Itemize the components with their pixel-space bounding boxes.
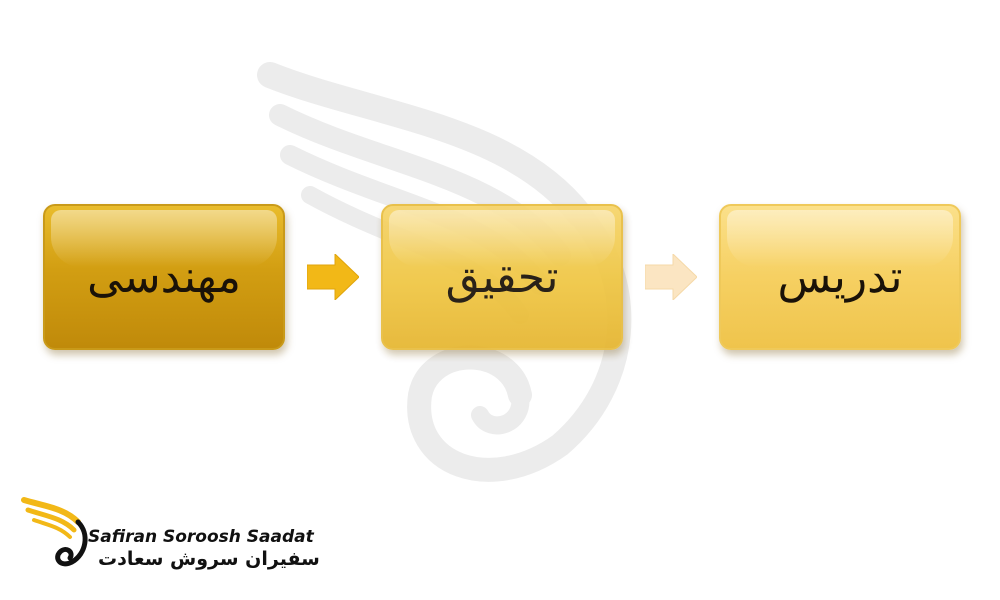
step-box-teaching: تدریس: [719, 204, 961, 350]
step-label-research: تحقیق: [445, 251, 559, 303]
logo-name-fa: سفیران سروش سعادت: [98, 548, 320, 570]
arrow-right-icon: [645, 254, 697, 300]
logo-name-en: Safiran Soroosh Saadat: [88, 527, 314, 547]
step-box-research: تحقیق: [381, 204, 623, 350]
arrow-right-icon: [307, 254, 359, 300]
step-label-teaching: تدریس: [777, 251, 903, 303]
step-box-engineering: مهندسی: [43, 204, 285, 350]
company-logo: Safiran Soroosh Saadat سفیران سروش سعادت: [20, 492, 320, 582]
wing-swirl-logo-icon: [21, 497, 88, 567]
step-label-engineering: مهندسی: [87, 251, 241, 303]
